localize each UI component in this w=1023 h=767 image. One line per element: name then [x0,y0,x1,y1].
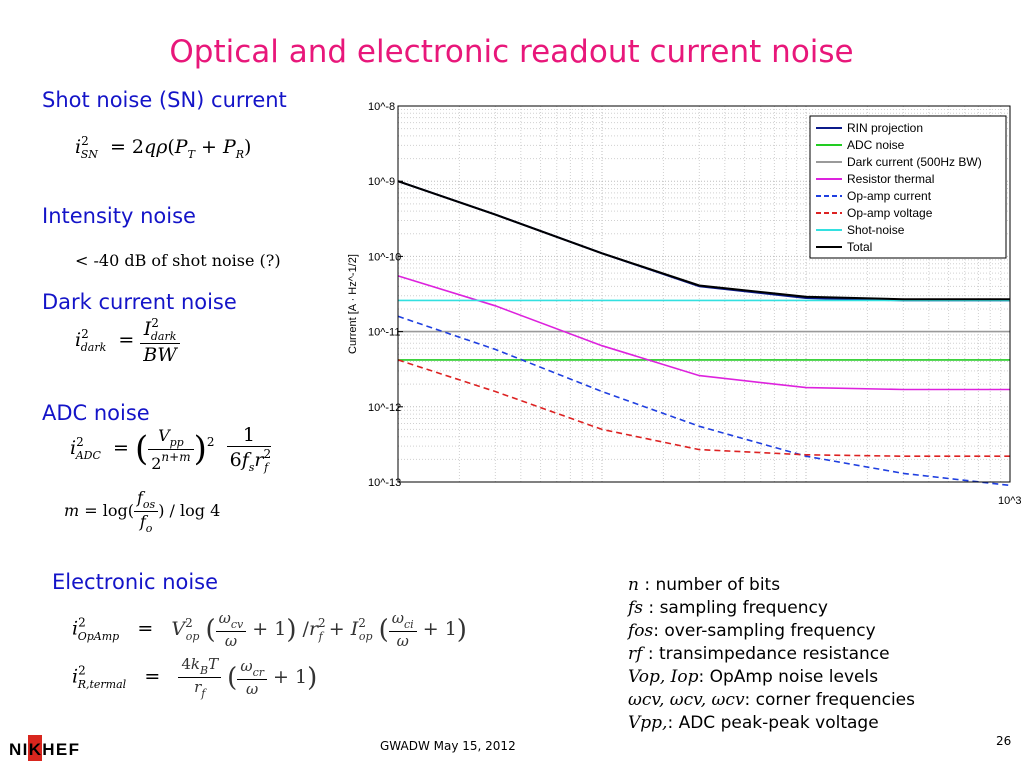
shot-noise-heading: Shot noise (SN) current [42,88,287,112]
series-line [397,359,1010,458]
footer-text: GWADW May 15, 2012 [380,739,516,753]
series-line [397,315,1011,487]
legend-entry: Op-amp voltage [847,206,933,220]
y-tick-label: 10^-8 [368,101,395,113]
legend-entry: Dark current (500Hz BW) [847,155,982,169]
legend-entry: Total [847,240,872,254]
x-tick-label: 10^3 [998,495,1022,507]
definition-item: fs : sampling frequency [628,598,828,618]
intensity-noise-heading: Intensity noise [42,204,196,228]
definition-item: Vpp,: ADC peak-peak voltage [628,713,879,733]
y-tick-label: 10^-12 [368,402,401,414]
definition-item: n : number of bits [628,575,781,595]
definition-item: Vop, Iop: OpAmp noise levels [628,667,879,687]
logo-text: NIKHEF [9,740,79,759]
y-tick-label: 10^-9 [368,176,395,188]
y-axis-label: Current [A · Hz^-1/2] [347,254,359,354]
definition-item: fos: over-sampling frequency [628,621,876,641]
series-line [397,275,1010,391]
slide-title: Optical and electronic readout current n… [169,34,854,70]
y-tick-label: 10^-10 [368,251,401,263]
dark-current-heading: Dark current noise [42,290,237,314]
page-number: 26 [996,734,1012,748]
nikhef-logo: NIKHEF [8,733,80,763]
definition-item: ωcv, ωcv, ωcv: corner frequencies [628,690,915,710]
series-line [397,180,1010,301]
plot-frame [397,105,1011,483]
adc-noise-heading: ADC noise [42,401,150,425]
y-tick-label: 10^-11 [368,327,400,339]
legend-box [809,115,1007,259]
legend-entry: Shot-noise [847,223,905,237]
y-tick-label: 10^-13 [368,477,401,489]
legend-entry: Resistor thermal [847,172,934,186]
intensity-noise-note: < -40 dB of shot noise (?) [75,251,281,270]
legend-entry: Op-amp current [847,189,932,203]
electronic-noise-heading: Electronic noise [52,570,219,594]
legend-entry: RIN projection [847,121,923,135]
noise-chart: 10^-8 10^-9 10^-10 10^-11 10^-12 10^-13 10^3 Cu… [347,101,1022,507]
legend-entry: ADC noise [847,138,905,152]
definition-item: rf : transimpedance resistance [628,644,890,664]
shot-noise-equation: i2SN = 2qρ(PT + PR) [75,134,252,161]
symbol-definitions: n : number of bits fs : sampling frequen… [628,574,915,735]
